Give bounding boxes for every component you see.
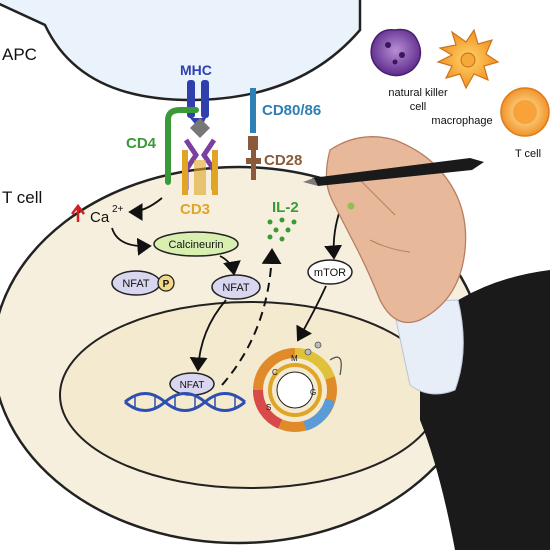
cd3-tcr-complex — [182, 138, 218, 195]
nk-cell-icon — [370, 28, 422, 77]
nfat-dna-label: NFAT — [180, 380, 205, 391]
calcineurin-label: Calcineurin — [168, 239, 223, 251]
cd28-receptor — [246, 136, 261, 180]
cycle-m-label: M — [291, 354, 298, 363]
nfat-active-label: NFAT — [222, 282, 250, 294]
macrophage-icon — [436, 28, 500, 90]
arrow-ca-to-calcineurin — [111, 227, 152, 256]
cell-cycle-diagram — [252, 341, 342, 432]
cd4-receptor — [165, 107, 199, 185]
nucleus — [59, 301, 441, 489]
nfat-active-bubble — [211, 274, 261, 300]
cycle-c-label: C — [272, 368, 278, 377]
mtor-bubble — [307, 259, 353, 285]
arrow-calcineurin-to-nfat — [219, 255, 241, 276]
mhc-label: MHC — [180, 62, 212, 78]
cycle-s-label: S — [266, 403, 271, 412]
dna-helix — [124, 392, 246, 412]
ca-up-arrow — [71, 203, 85, 222]
phosphate-circle — [157, 274, 175, 292]
apc-label: APC — [2, 45, 37, 64]
nfat-phosphorylated-label: NFAT — [122, 278, 150, 290]
t-cell-legend-label: T cell — [515, 148, 541, 160]
mtor-label: mTOR — [314, 267, 346, 279]
ca-label: Ca — [90, 209, 110, 226]
calcineurin-bubble — [153, 231, 239, 257]
cd80-86-label: CD80/86 — [262, 102, 321, 119]
arrow-nfat-to-nucleus — [189, 299, 227, 372]
il2-label: IL-2 — [272, 199, 299, 216]
t-cell-icon — [500, 87, 550, 137]
cycle-g-label: G — [310, 388, 316, 397]
il2-dots — [267, 217, 297, 242]
apc-cell — [0, 0, 362, 102]
cd28-label: CD28 — [264, 152, 302, 169]
cd80-86-ligand — [250, 88, 256, 133]
t-cell-label: T cell — [2, 188, 42, 207]
ca-charge: 2+ — [112, 204, 124, 215]
macrophage-label: macrophage — [431, 115, 492, 127]
cd4-label: CD4 — [126, 135, 157, 152]
drawing-hand — [303, 136, 550, 550]
arrow-receptor-to-ca — [128, 197, 163, 221]
cd3-label: CD3 — [180, 201, 210, 218]
nk-label-line1: natural killer — [388, 87, 448, 99]
pen — [312, 158, 484, 186]
arrow-mtor-to-cycle — [296, 285, 327, 342]
arrow-dna-to-il2 — [221, 248, 282, 386]
nk-label-line2: cell — [410, 101, 427, 113]
phosphate-label: P — [163, 279, 170, 290]
